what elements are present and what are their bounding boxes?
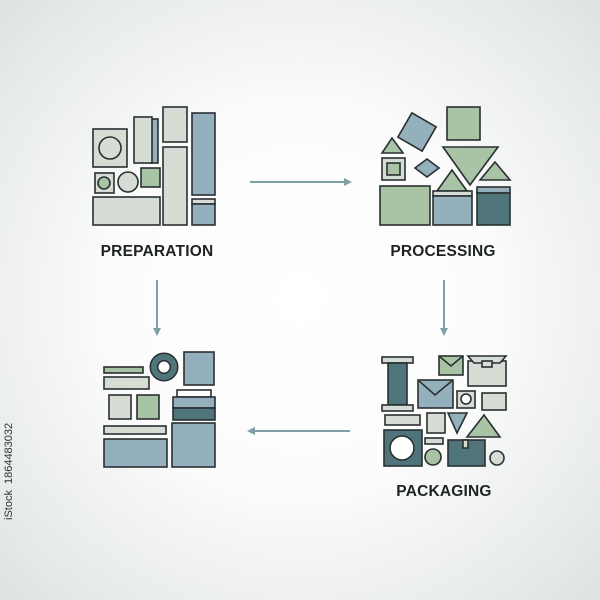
watermark-brand: iStock: [3, 490, 15, 520]
stage-label-preparation: PREPARATION: [100, 243, 214, 260]
watermark-id: 1864483032: [3, 422, 15, 485]
watermark: iStock 1864483032: [3, 417, 15, 520]
final-stage-icon-cluster: [103, 351, 216, 468]
packaging-icon-cluster: [381, 355, 508, 467]
stage-label-packaging: PACKAGING: [396, 483, 492, 500]
preparation-icon-cluster: [92, 106, 216, 226]
processing-icon-cluster: [379, 106, 512, 226]
stage-label-processing: PROCESSING: [390, 243, 496, 260]
